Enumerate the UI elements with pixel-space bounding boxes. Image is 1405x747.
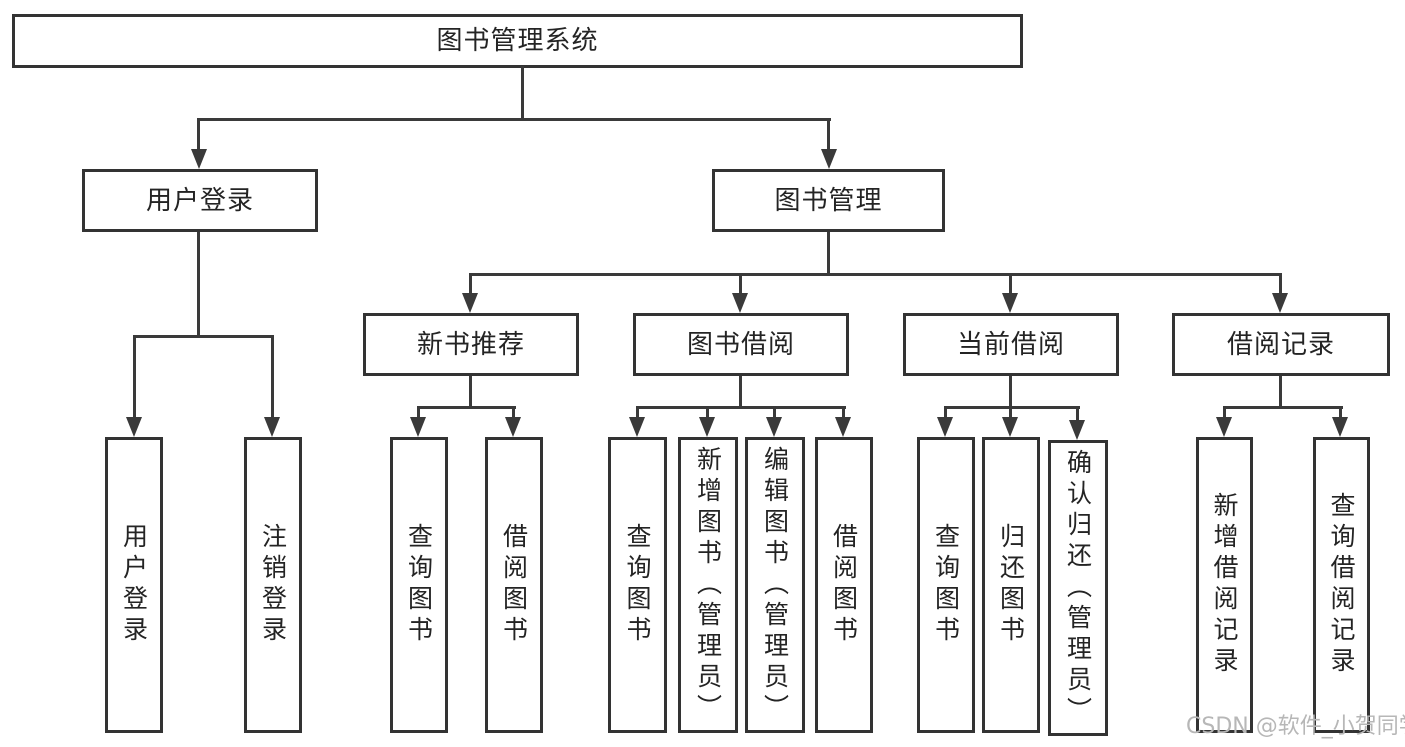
connector-line	[739, 273, 742, 295]
leaf-logout: 注销登录	[244, 437, 302, 733]
connector-line	[133, 335, 136, 419]
leaf-records-query-record: 查询借阅记录	[1313, 437, 1370, 733]
connector-line	[1223, 406, 1343, 409]
connector-line	[417, 406, 516, 409]
connector-line	[521, 66, 524, 118]
arrowhead-icon	[629, 417, 645, 437]
connector-line	[197, 118, 831, 121]
leaf-records-add-record: 新增借阅记录	[1196, 437, 1253, 733]
connector-line	[271, 335, 274, 419]
leaf-newbook-borrow-books: 借阅图书	[485, 437, 543, 733]
arrowhead-icon	[732, 293, 748, 313]
connector-line	[1009, 273, 1012, 295]
connector-line	[197, 232, 200, 335]
arrowhead-icon	[766, 417, 782, 437]
arrowhead-icon	[462, 293, 478, 313]
connector-line	[469, 376, 472, 406]
leaf-user-login: 用户登录	[105, 437, 163, 733]
arrowhead-icon	[191, 149, 207, 169]
arrowhead-icon	[1216, 417, 1232, 437]
leaf-borrow-add-books-admin: 新增图书（管理员）	[678, 437, 738, 733]
arrowhead-icon	[264, 417, 280, 437]
node-user-login: 用户登录	[82, 169, 318, 232]
leaf-borrow-borrow-books: 借阅图书	[815, 437, 873, 733]
connector-line	[636, 406, 846, 409]
arrowhead-icon	[1002, 417, 1018, 437]
node-book-borrowing: 图书借阅	[633, 313, 849, 376]
arrowhead-icon	[699, 417, 715, 437]
arrowhead-icon	[126, 417, 142, 437]
arrowhead-icon	[937, 417, 953, 437]
connector-line	[944, 406, 1080, 409]
csdn-watermark: CSDN @软件_小贺同学	[1186, 714, 1405, 739]
connector-line	[1279, 273, 1282, 295]
connector-line	[827, 232, 830, 273]
arrowhead-icon	[1002, 293, 1018, 313]
connector-line	[1009, 406, 1012, 419]
connector-line	[1279, 376, 1282, 406]
leaf-newbook-query-books: 查询图书	[390, 437, 448, 733]
leaf-borrow-edit-books-admin: 编辑图书（管理员）	[745, 437, 805, 733]
arrowhead-icon	[835, 417, 851, 437]
connector-line	[197, 118, 200, 152]
node-book-management: 图书管理	[712, 169, 945, 232]
leaf-current-confirm-return-admin: 确认归还（管理员）	[1048, 440, 1108, 736]
node-current-borrowing: 当前借阅	[903, 313, 1119, 376]
connector-line	[512, 406, 515, 419]
connector-line	[944, 406, 947, 419]
connector-line	[417, 406, 420, 419]
connector-line	[773, 406, 776, 419]
connector-line	[1223, 406, 1226, 419]
connector-line	[1009, 376, 1012, 406]
node-new-book-recommend: 新书推荐	[363, 313, 579, 376]
connector-line	[636, 406, 639, 419]
arrowhead-icon	[1069, 420, 1085, 440]
arrowhead-icon	[505, 417, 521, 437]
connector-line	[827, 118, 830, 152]
connector-line	[133, 335, 274, 338]
connector-line	[469, 273, 1282, 276]
arrowhead-icon	[410, 417, 426, 437]
leaf-current-return-books: 归还图书	[982, 437, 1040, 733]
node-root-library-system: 图书管理系统	[12, 14, 1023, 68]
connector-line	[842, 406, 845, 419]
arrowhead-icon	[1332, 417, 1348, 437]
leaf-current-query-books: 查询图书	[917, 437, 975, 733]
leaf-borrow-query-books: 查询图书	[608, 437, 667, 733]
connector-line	[1339, 406, 1342, 419]
arrowhead-icon	[1272, 293, 1288, 313]
connector-line	[706, 406, 709, 419]
connector-line	[739, 376, 742, 406]
connector-line	[1076, 406, 1079, 422]
arrowhead-icon	[821, 149, 837, 169]
connector-line	[469, 273, 472, 295]
node-borrowing-records: 借阅记录	[1172, 313, 1390, 376]
